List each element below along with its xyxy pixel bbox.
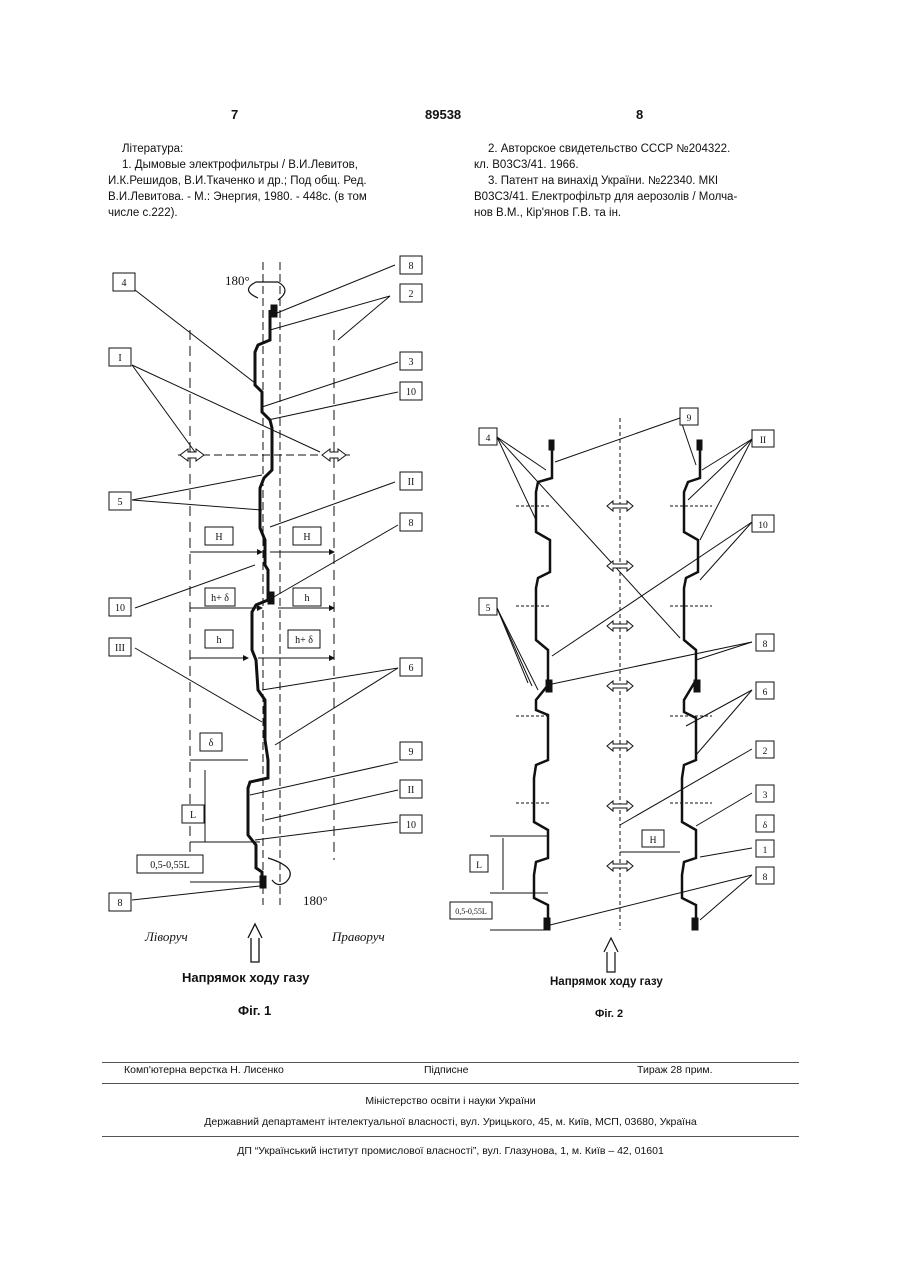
label-8: 8 <box>763 640 768 650</box>
label-II: II <box>760 436 766 446</box>
label-4: 4 <box>486 434 491 444</box>
label-9: 9 <box>687 414 692 424</box>
circulation-label: Тираж 28 прим. <box>637 1064 713 1076</box>
footer-rule <box>102 1083 799 1084</box>
label-delta: δ <box>763 821 768 831</box>
label-2: 2 <box>763 747 768 757</box>
signed-label: Підписне <box>424 1064 468 1076</box>
gas-direction-label: Напрямок ходу газу <box>550 976 663 988</box>
institute-address: ДП “Український інститут промислової вла… <box>102 1145 799 1157</box>
layout-credit: Комп'ютерна верстка Н. Лисенко <box>124 1064 284 1076</box>
ministry-label: Міністерство освіти і науки України <box>102 1095 799 1107</box>
dim-L: L <box>476 861 482 871</box>
label-1: 1 <box>763 846 768 856</box>
label-8: 8 <box>763 873 768 883</box>
dim-ratio: 0,5-0,55L <box>455 907 487 916</box>
dim-H: H <box>650 836 657 846</box>
label-3: 3 <box>763 791 768 801</box>
footer-rule <box>102 1062 799 1063</box>
label-5: 5 <box>486 604 491 614</box>
label-6: 6 <box>763 688 768 698</box>
label-10: 10 <box>758 521 768 531</box>
figure-2-caption: Фіг. 2 <box>595 1008 623 1020</box>
department-address: Державний департамент інтелектуальної вл… <box>102 1116 799 1128</box>
footer-rule <box>102 1136 799 1137</box>
